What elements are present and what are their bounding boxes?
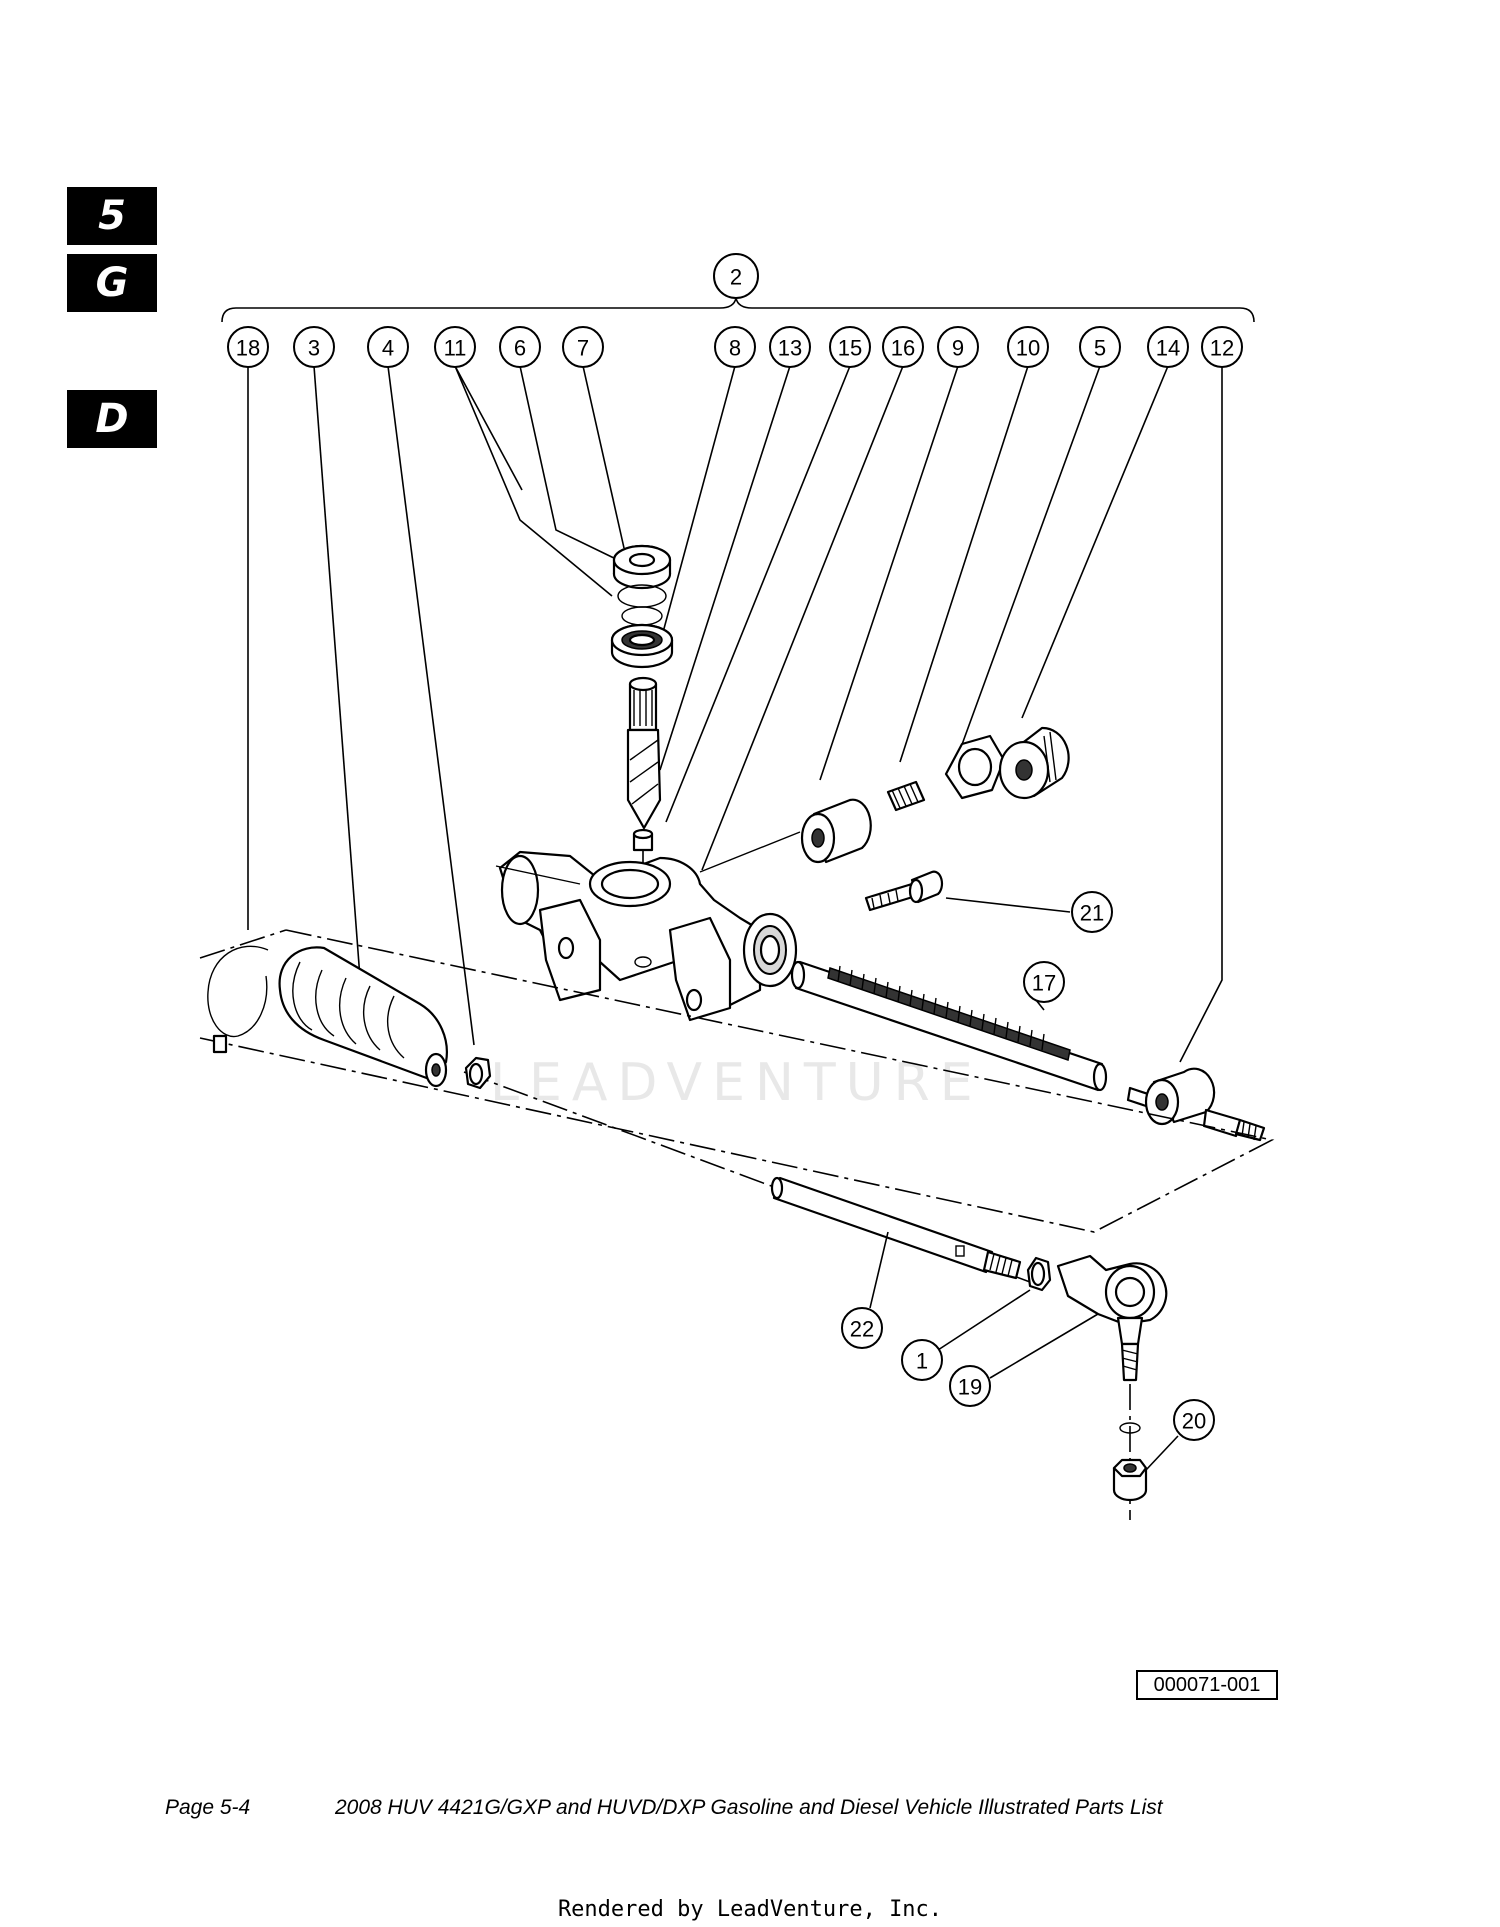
svg-text:3: 3: [308, 336, 320, 361]
tie-rod-jam-nut: [937, 1256, 1052, 1351]
steering-housing: [495, 831, 801, 1022]
svg-text:12: 12: [1210, 336, 1234, 361]
callout-17: 17: [1023, 961, 1065, 1003]
svg-text:9: 9: [952, 336, 964, 361]
callout-11: 11: [434, 326, 476, 368]
boot-clamp: [207, 945, 269, 1054]
callout-15: 15: [829, 326, 871, 368]
jam-nut: [464, 1056, 492, 1090]
inner-tie-rod: [1126, 1067, 1266, 1142]
tie-rod-tube: [770, 1176, 1022, 1309]
svg-text:6: 6: [514, 336, 526, 361]
svg-text:8: 8: [729, 336, 741, 361]
svg-text:16: 16: [891, 336, 915, 361]
svg-text:20: 20: [1182, 1409, 1206, 1434]
rendered-by-credit: Rendered by LeadVenture, Inc.: [557, 1897, 943, 1922]
callout-9: 9: [937, 326, 979, 368]
lock-nut: [944, 734, 1006, 800]
footer-title: 2008 HUV 4421G/GXP and HUVD/DXP Gasoline…: [335, 1796, 1163, 1819]
section-tab-5: 5: [67, 187, 157, 245]
figure-id: 000071-001: [1136, 1670, 1278, 1700]
callout-10: 10: [1007, 326, 1049, 368]
callout-7: 7: [562, 326, 604, 368]
yoke-spring: [886, 780, 926, 812]
callout-4: 4: [367, 326, 409, 368]
svg-text:18: 18: [236, 336, 260, 361]
svg-text:15: 15: [838, 336, 862, 361]
callout-14: 14: [1147, 326, 1189, 368]
callout-5: 5: [1079, 326, 1121, 368]
group-bracket: [221, 297, 1255, 323]
pinion-seal: [612, 544, 672, 590]
section-tab-d: D: [67, 390, 157, 448]
callout-8: 8: [714, 326, 756, 368]
svg-text:7: 7: [577, 336, 589, 361]
callout-1: 1: [901, 1339, 943, 1381]
steering-rack: [790, 960, 1108, 1092]
callout-21: 21: [1071, 891, 1113, 933]
callout-13: 13: [769, 326, 811, 368]
callout-19: 19: [949, 1365, 991, 1407]
callout-16: 16: [882, 326, 924, 368]
svg-text:13: 13: [778, 336, 802, 361]
tie-rod-nut: [1112, 1435, 1179, 1502]
bellows-boot: [278, 946, 448, 1088]
svg-text:4: 4: [382, 336, 394, 361]
callout-18: 18: [227, 326, 269, 368]
callout-6: 6: [499, 326, 541, 368]
callout-3: 3: [293, 326, 335, 368]
assembly-outline: [199, 929, 1275, 1233]
callout-2: 2: [713, 253, 759, 299]
footer-page-number: Page 5-4: [165, 1796, 251, 1819]
svg-text:21: 21: [1080, 901, 1104, 926]
svg-text:2: 2: [730, 265, 742, 290]
watermark: LEADVENTURE: [490, 1053, 983, 1113]
svg-text:10: 10: [1016, 336, 1040, 361]
svg-text:5: 5: [1094, 336, 1106, 361]
rack-yoke: [800, 798, 872, 864]
callout-22: 22: [841, 1307, 883, 1349]
svg-text:14: 14: [1156, 336, 1180, 361]
section-tab-g: G: [67, 254, 157, 312]
callout-20: 20: [1173, 1399, 1215, 1441]
retaining-ring: [621, 606, 663, 626]
svg-text:17: 17: [1032, 971, 1056, 996]
housing-bolt: [864, 870, 1071, 913]
pinion-bearing: [610, 623, 674, 669]
leader-lines: [247, 365, 1223, 1063]
svg-text:11: 11: [444, 336, 467, 361]
washer: [1119, 1422, 1141, 1434]
svg-text:19: 19: [958, 1375, 982, 1400]
callout-12: 12: [1201, 326, 1243, 368]
svg-text:1: 1: [916, 1349, 928, 1374]
svg-text:22: 22: [850, 1317, 874, 1342]
adjuster-plug: [998, 726, 1070, 800]
tie-rod-end: [989, 1254, 1168, 1520]
